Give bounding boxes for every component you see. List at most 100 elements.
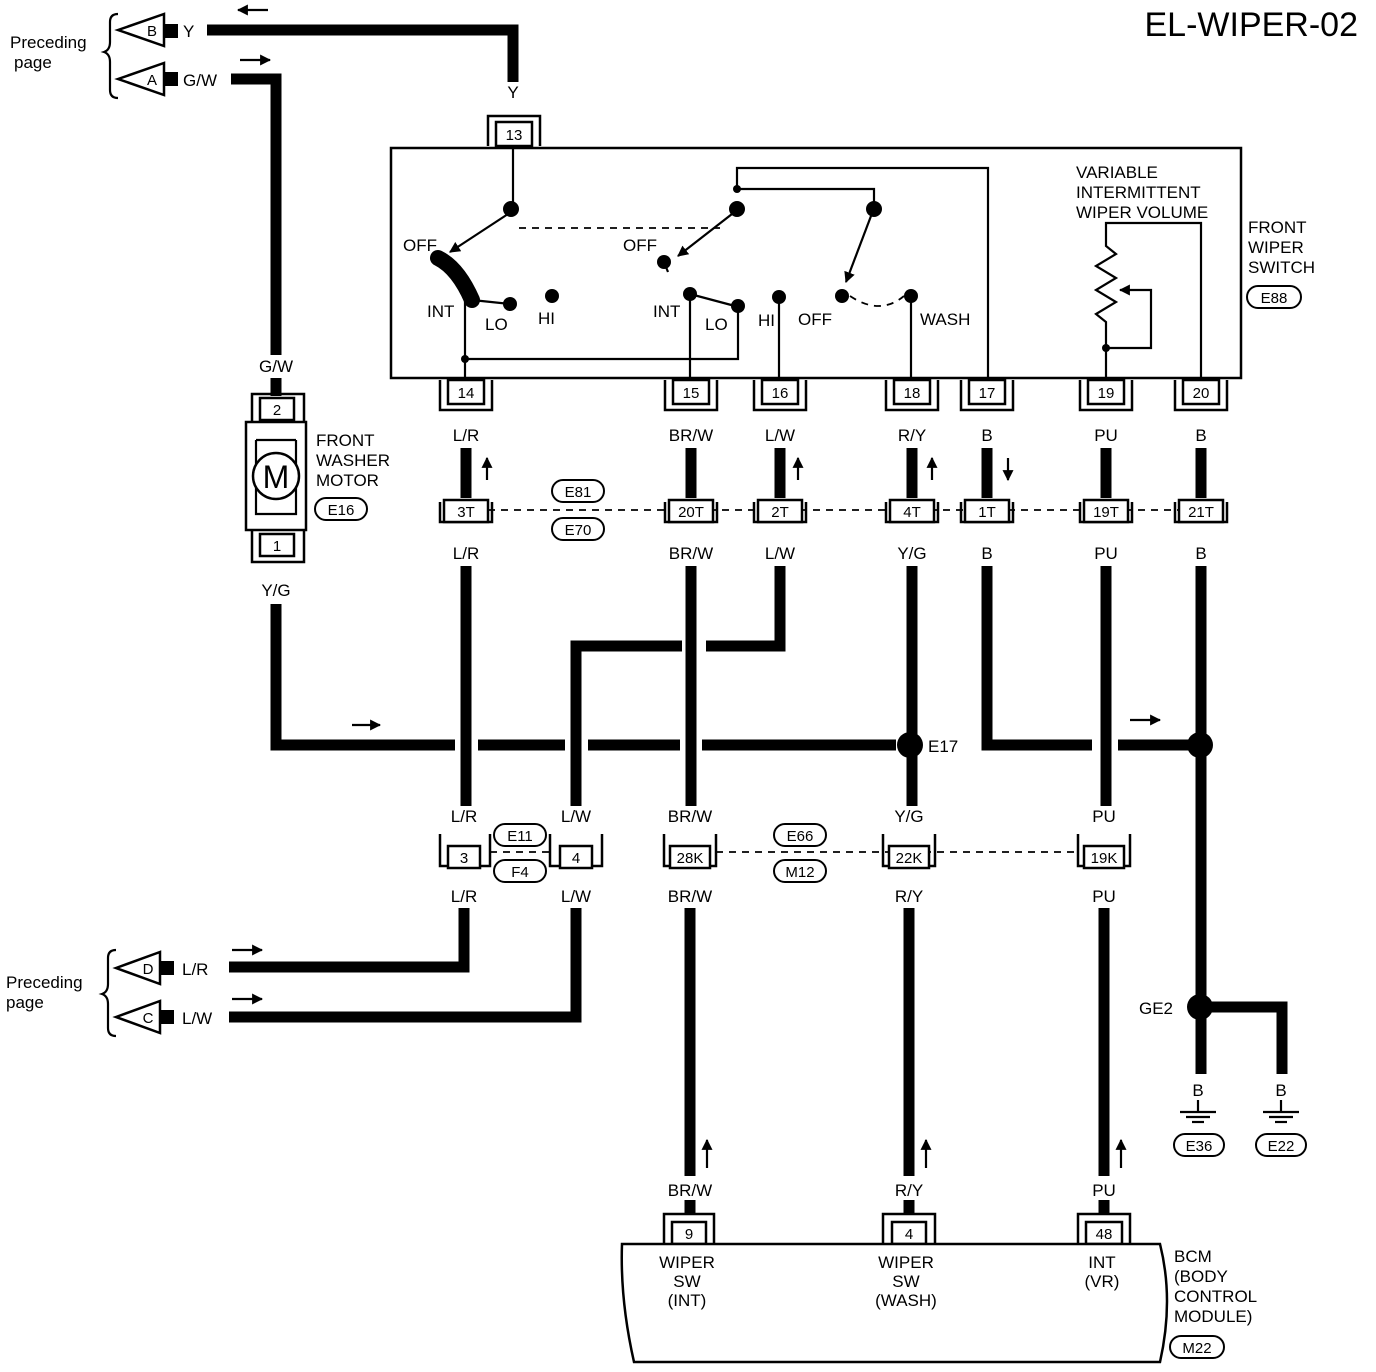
diagram-title: EL-WIPER-02 (1145, 6, 1359, 44)
svg-text:BR/W: BR/W (669, 544, 713, 563)
svg-text:(INT): (INT) (668, 1291, 707, 1310)
svg-text:L/R: L/R (453, 544, 479, 563)
svg-text:Y/G: Y/G (897, 544, 926, 563)
svg-text:R/Y: R/Y (898, 426, 926, 445)
terminal-21t: 21T B (1173, 498, 1229, 563)
preceding-page-label-bottom-2: page (6, 993, 44, 1012)
terminal-3t: 3T L/R (438, 498, 494, 563)
svg-text:B: B (981, 544, 992, 563)
switch1-hi: HI (538, 309, 555, 328)
bcm-name-2: (BODY (1174, 1267, 1228, 1286)
offpage-connector-a[interactable]: A G/W (114, 61, 217, 97)
switch1-off: OFF (403, 236, 437, 255)
svg-text:14: 14 (458, 385, 475, 402)
wiper-switch-name-1: FRONT (1248, 218, 1307, 237)
svg-text:L/R: L/R (451, 807, 477, 826)
svg-text:BR/W: BR/W (668, 807, 712, 826)
offpage-connector-b[interactable]: B Y (114, 12, 194, 48)
variable-label-3: WIPER VOLUME (1076, 203, 1208, 222)
variable-label-2: INTERMITTENT (1076, 183, 1201, 202)
svg-text:L/W: L/W (765, 544, 795, 563)
splice-e17 (897, 732, 923, 758)
motor-symbol: M (263, 459, 290, 495)
terminal-4: 4 (548, 834, 604, 870)
svg-text:PU: PU (1092, 1181, 1116, 1200)
ground-icon-e36 (1180, 1100, 1216, 1124)
motor-name-1: FRONT (316, 431, 375, 450)
svg-text:B: B (1195, 544, 1206, 563)
bcm-pin-9: 9 (685, 1226, 693, 1243)
svg-text:(WASH): (WASH) (875, 1291, 937, 1310)
wire-color-y-top: Y (183, 22, 194, 41)
svg-text:(VR): (VR) (1085, 1272, 1120, 1291)
svg-text:3: 3 (460, 850, 468, 867)
pin-20: 20 B (1173, 378, 1229, 445)
svg-text:D: D (143, 961, 154, 978)
wire-gw (231, 73, 282, 355)
wiper-switch-name-3: SWITCH (1248, 258, 1315, 277)
switch2-lo: LO (705, 315, 728, 334)
variable-label-1: VARIABLE (1076, 163, 1158, 182)
motor-pin-2: 2 (273, 402, 281, 419)
svg-text:R/Y: R/Y (895, 1181, 923, 1200)
svg-text:2T: 2T (771, 504, 789, 521)
svg-text:28K: 28K (677, 850, 704, 867)
svg-text:4: 4 (572, 850, 580, 867)
motor-connector: E16 (328, 502, 355, 519)
offpage-connector-c[interactable]: C L/W (112, 999, 212, 1035)
svg-text:3T: 3T (457, 504, 475, 521)
svg-text:19K: 19K (1091, 850, 1118, 867)
svg-text:L/R: L/R (451, 887, 477, 906)
terminal-3: 3 (438, 834, 492, 870)
svg-text:INT: INT (1088, 1253, 1115, 1272)
terminal-19k: 19K (1076, 834, 1132, 870)
svg-text:PU: PU (1094, 426, 1118, 445)
pin-18: 18 R/Y (884, 378, 940, 445)
terminal-19t: 19T PU (1078, 498, 1134, 563)
motor-top-color: G/W (259, 357, 293, 376)
svg-text:PU: PU (1094, 544, 1118, 563)
connector-e66: E66 (787, 828, 814, 845)
bcm-name-1: BCM (1174, 1247, 1212, 1266)
ground-e36: E36 (1186, 1138, 1213, 1155)
wiper-switch-name-2: WIPER (1248, 238, 1304, 257)
pin-13: 13 (506, 127, 523, 144)
connector-e11: E11 (507, 828, 533, 845)
offpage-connector-d[interactable]: D L/R (112, 950, 208, 986)
svg-text:B: B (1192, 1081, 1203, 1100)
svg-text:4T: 4T (903, 504, 921, 521)
svg-text:19T: 19T (1093, 504, 1119, 521)
svg-text:A: A (147, 72, 157, 89)
splice-ge2 (1187, 994, 1213, 1020)
wires-upper (460, 448, 1207, 498)
bcm: BR/W R/Y PU 9 4 48 WIPER SW (INT) WIPER … (620, 1181, 1257, 1364)
switch1-int: INT (427, 302, 454, 321)
svg-text:18: 18 (904, 385, 921, 402)
terminal-2t: 2T L/W (752, 498, 808, 563)
wire-y (207, 24, 519, 82)
pin-15: 15 BR/W (663, 378, 719, 445)
wires-middle: E17 (270, 566, 1213, 998)
svg-text:Y/G: Y/G (894, 807, 923, 826)
bcm-name-4: MODULE) (1174, 1307, 1252, 1326)
svg-text:L/W: L/W (561, 807, 591, 826)
motor-bottom-color: Y/G (261, 581, 290, 600)
joint-row2: L/R L/W BR/W Y/G PU E11 F4 E66 M12 3 4 2… (438, 807, 1132, 906)
svg-text:L/W: L/W (765, 426, 795, 445)
svg-text:B: B (1275, 1081, 1286, 1100)
svg-text:SW: SW (673, 1272, 700, 1291)
svg-text:PU: PU (1092, 807, 1116, 826)
svg-text:15: 15 (683, 385, 700, 402)
front-wiper-switch: 13 OFF INT LO HI OFF INT LO HI (389, 114, 1315, 380)
svg-text:BR/W: BR/W (668, 887, 712, 906)
pin-17: 17 B (959, 378, 1015, 445)
splice-b (1187, 732, 1213, 758)
svg-text:21T: 21T (1188, 504, 1214, 521)
terminal-1t: 1TB (959, 498, 1015, 563)
switch2-off: OFF (623, 236, 657, 255)
svg-text:WIPER: WIPER (659, 1253, 715, 1272)
switch3-wash: WASH (920, 310, 970, 329)
motor-pin-1: 1 (273, 538, 281, 555)
